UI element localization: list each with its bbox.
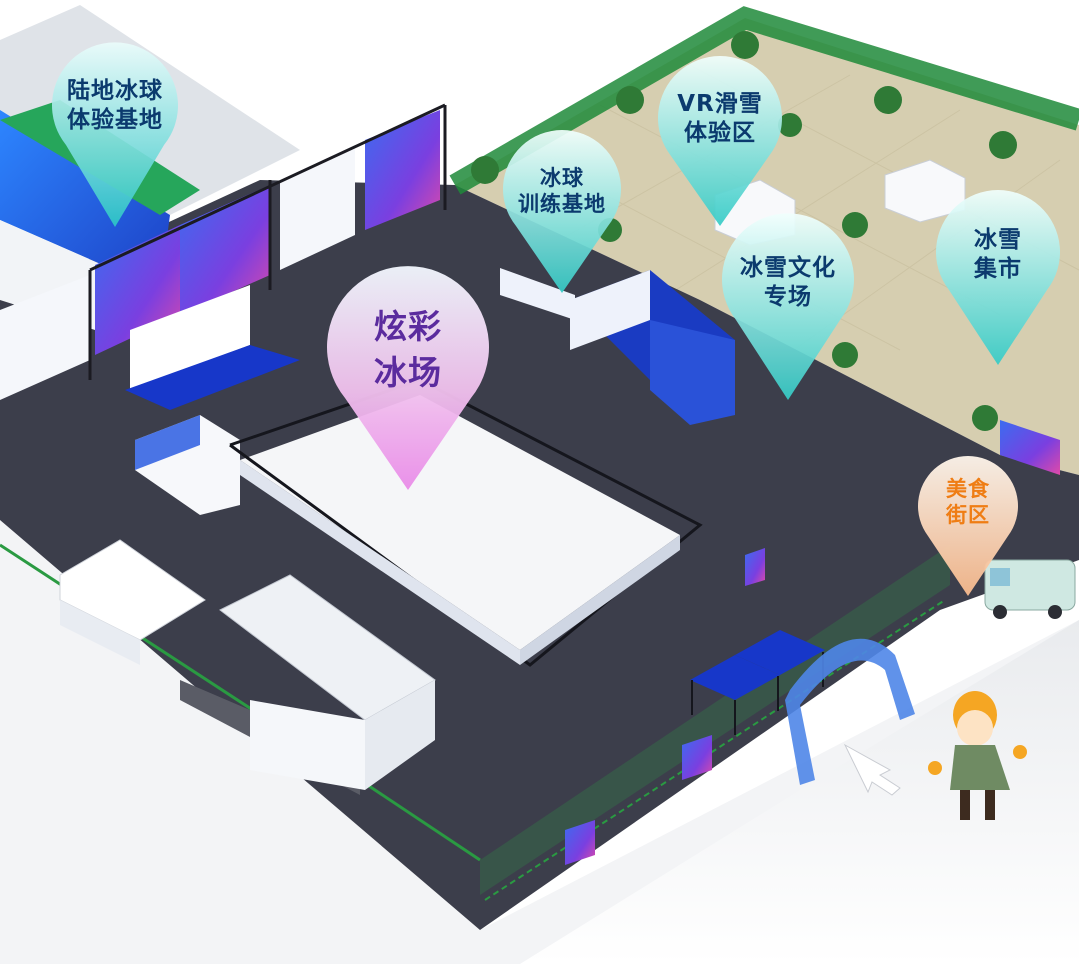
- pin-marker-icon: [936, 190, 1060, 365]
- pin-colorful-rink[interactable]: 炫彩 冰场: [327, 266, 489, 490]
- white-tent-1: [59, 539, 206, 641]
- pin-marker-icon: [503, 130, 621, 293]
- pin-marker-icon: [52, 42, 178, 227]
- pin-label-line: 街区: [946, 503, 990, 528]
- pin-label-line: 冰场: [374, 353, 442, 393]
- pin-land-curling[interactable]: 陆地冰球 体验基地: [52, 42, 178, 227]
- entrance-arrow-icon: [843, 743, 901, 796]
- pin-label-line: 冰雪: [974, 227, 1022, 253]
- entrance-arch: [785, 638, 915, 785]
- entrance-path: [520, 620, 1079, 964]
- snow-market-sign: [1000, 420, 1060, 475]
- standee-boards: [565, 548, 765, 865]
- pin-label-line: 体验区: [684, 119, 756, 146]
- pin-label-line: 美食: [946, 477, 990, 501]
- pin-marker-icon: [658, 56, 782, 226]
- pin-label-line: 训练基地: [518, 192, 606, 217]
- pin-hockey-training[interactable]: 冰球 训练基地: [503, 130, 621, 293]
- blue-canopy: [690, 630, 825, 700]
- led-screens: [0, 110, 440, 400]
- pin-label-line: 体验基地: [67, 106, 163, 133]
- pin-label-line: 炫彩: [374, 307, 442, 346]
- pin-snow-culture[interactable]: 冰雪文化 专场: [722, 213, 854, 400]
- fence-back: [449, 6, 1079, 195]
- stage-floor: [125, 345, 300, 410]
- pin-label-line: 集市: [974, 255, 1022, 282]
- colorful-rink-surface: [240, 395, 680, 650]
- pin-vr-skiing[interactable]: VR滑雪 体验区: [658, 56, 782, 226]
- fence-right-panel: [480, 545, 950, 895]
- rink-side-boards: [240, 460, 520, 665]
- land-curling-court: [0, 110, 170, 290]
- pin-snow-market[interactable]: 冰雪 集市: [936, 190, 1060, 365]
- pin-marker-icon: [918, 456, 1018, 596]
- stage-backdrop: [130, 285, 250, 390]
- pin-marker-icon: [722, 213, 854, 400]
- pin-label-line: 专场: [764, 283, 812, 310]
- mascot-child-icon: [928, 691, 1027, 820]
- truss-frames: [88, 103, 447, 380]
- pin-food-street[interactable]: 美食 街区: [918, 456, 1018, 596]
- pin-label-line: 冰雪文化: [740, 255, 836, 281]
- tree-icon: [471, 31, 1017, 431]
- pin-label-line: VR滑雪: [677, 91, 763, 117]
- pin-marker-icon: [327, 266, 489, 490]
- pin-label-line: 陆地冰球: [67, 78, 163, 104]
- fence-front-right: [484, 599, 946, 901]
- pin-label-line: 冰球: [540, 166, 584, 190]
- food-truck-icon: [984, 559, 1076, 619]
- info-banner: [500, 268, 575, 320]
